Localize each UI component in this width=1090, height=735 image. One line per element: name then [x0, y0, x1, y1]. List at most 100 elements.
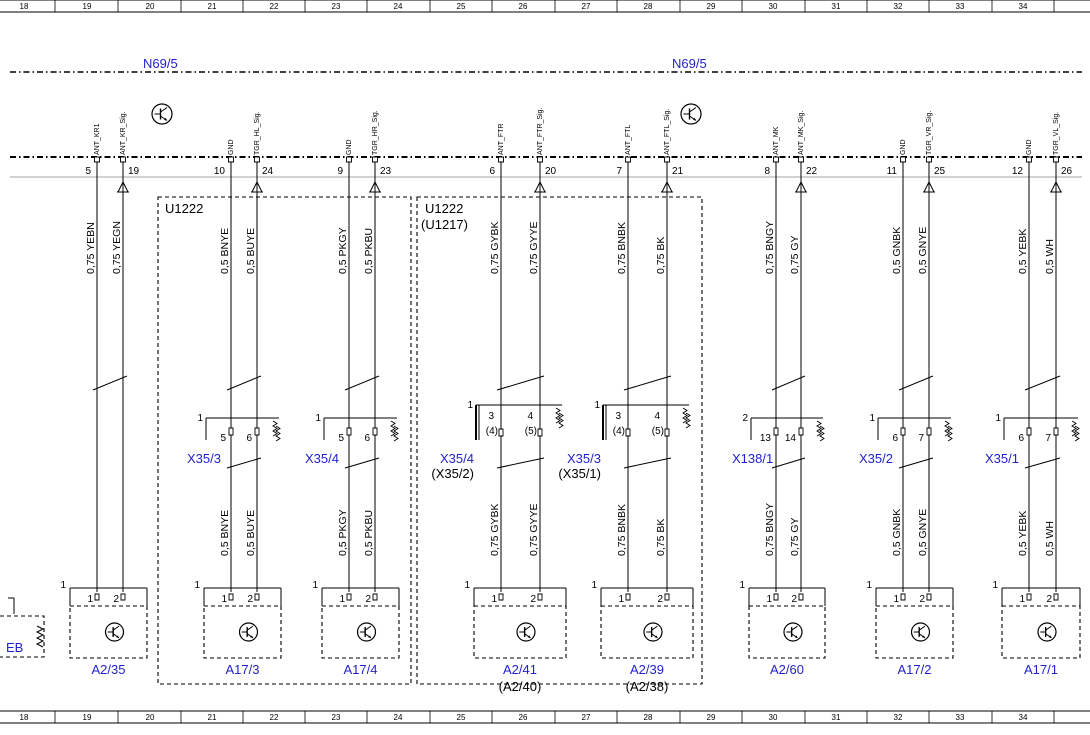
- component-pin-number: 1: [1019, 594, 1025, 605]
- connector-pin-marker: [927, 428, 931, 435]
- u1222-box-right: [417, 197, 702, 684]
- twist-mark: [624, 458, 671, 468]
- transistor-collector: [792, 626, 798, 630]
- component-transistor-icon: [240, 623, 258, 641]
- transistor-circle: [240, 623, 258, 641]
- spring-icon: [273, 421, 277, 436]
- connector-one-marker: 1: [197, 413, 203, 424]
- connector-pin-number: 5: [220, 433, 226, 444]
- connector-pin-number: 6: [1018, 433, 1024, 444]
- signal-name: ANT_KR_Sig.: [120, 111, 127, 155]
- wire-label-bottom: 0,75 BNGY: [764, 503, 776, 556]
- grid-number: 18: [20, 713, 29, 722]
- wire-label-top: 0,5 GNBK: [891, 227, 903, 274]
- component-one-marker: 1: [194, 580, 200, 591]
- wire-label-top: 0,75 GYYE: [528, 221, 540, 274]
- wire-label-bottom: 0,5 WH: [1044, 521, 1056, 556]
- component-pin-marker: [1027, 594, 1031, 600]
- module-pin-number: 20: [545, 166, 557, 177]
- grid-number: 25: [457, 713, 466, 722]
- component-pin-number: 2: [657, 594, 663, 605]
- grid-number: 29: [707, 2, 716, 11]
- connector-pin-marker: [665, 429, 669, 436]
- component-transistor-icon: [1038, 623, 1056, 641]
- grid-number: 20: [146, 713, 155, 722]
- connector-pin-marker: [255, 428, 259, 435]
- transistor-arrow: [368, 635, 371, 638]
- spring-icon: [1075, 426, 1079, 441]
- grid-number: 25: [457, 2, 466, 11]
- u1222-label-left: U1222: [165, 201, 203, 216]
- module-pin-number: 21: [672, 166, 684, 177]
- component-one-marker: 1: [866, 580, 872, 591]
- module-pin-marker: [774, 157, 779, 162]
- component-label: A17/2: [898, 662, 932, 677]
- module-pin-marker: [1027, 157, 1032, 162]
- connector-label: X138/1: [732, 451, 773, 466]
- grid-number: 22: [270, 2, 279, 11]
- component-pin-marker: [95, 594, 99, 600]
- module-pin-number: 22: [806, 166, 818, 177]
- connector-one-marker: 2: [742, 413, 748, 424]
- connector-pin-number: 6: [364, 433, 370, 444]
- connector-pin-marker: [229, 428, 233, 435]
- wire-label-bottom: 0,75 GY: [789, 517, 801, 556]
- wire-label-top: 0,5 GNYE: [917, 227, 929, 274]
- connector-one-marker: 1: [467, 400, 473, 411]
- grid-number: 31: [832, 713, 841, 722]
- module-pin-marker: [373, 157, 378, 162]
- wire-label-top: 0,75 BK: [655, 237, 667, 274]
- component-pin-marker: [347, 594, 351, 600]
- connector-pin-marker: [1027, 428, 1031, 435]
- module-pin-number: 10: [214, 166, 226, 177]
- wire-label-bottom: 0,75 GYBK: [489, 503, 501, 556]
- component-pin-marker: [927, 594, 931, 600]
- transistor-circle: [644, 623, 662, 641]
- spring-icon: [391, 421, 395, 436]
- connector-alt-label: (X35/2): [431, 466, 474, 481]
- spring-icon: [276, 426, 280, 441]
- connector-pin-marker: [347, 428, 351, 435]
- transistor-arrow: [654, 635, 658, 638]
- module-pin-number: 7: [616, 166, 622, 177]
- grid-number: 19: [83, 713, 92, 722]
- connector-pin-number: 3: [615, 411, 621, 422]
- connector-pin-marker: [538, 429, 542, 436]
- module-pin-marker: [901, 157, 906, 162]
- wire-label-bottom: 0,5 PKBU: [363, 510, 375, 556]
- grid-number: 28: [644, 713, 653, 722]
- signal-name: GND: [900, 139, 907, 155]
- connector-pin-marker: [1054, 428, 1058, 435]
- connector-pin-number: 3: [488, 411, 494, 422]
- module-pin-marker: [665, 157, 670, 162]
- component-pin-marker: [499, 594, 503, 600]
- component-transistor-icon: [517, 623, 535, 641]
- component-pin-number: 2: [113, 594, 119, 605]
- component-pin-number: 1: [491, 594, 497, 605]
- module-pin-number: 25: [934, 166, 946, 177]
- component-pin-marker: [799, 594, 803, 600]
- module-pin-marker: [121, 157, 126, 162]
- signal-name: TGR_VR_Sig.: [926, 111, 933, 155]
- module-pin-marker: [229, 157, 234, 162]
- signal-name: ANT_FTL: [625, 125, 632, 155]
- edge-component-box: [0, 616, 44, 657]
- twist-mark: [624, 376, 671, 390]
- module-pin-marker: [927, 157, 932, 162]
- component-label: A17/1: [1024, 662, 1058, 677]
- component-pin-marker: [1054, 594, 1058, 600]
- transistor-arrow: [527, 635, 531, 638]
- component-pin-number: 1: [87, 594, 93, 605]
- component-label: A17/3: [226, 662, 260, 677]
- transistor-collector: [652, 626, 658, 630]
- u1222-box-left: [158, 197, 411, 684]
- module-label-right: N69/5: [672, 56, 707, 71]
- connector-pin-number: 4: [654, 411, 660, 422]
- signal-name: TGR_HL_Sig.: [254, 111, 261, 155]
- transistor-circle: [681, 104, 701, 124]
- wire-label-bottom: 0,5 GNBK: [891, 509, 903, 556]
- module-pin-marker: [626, 157, 631, 162]
